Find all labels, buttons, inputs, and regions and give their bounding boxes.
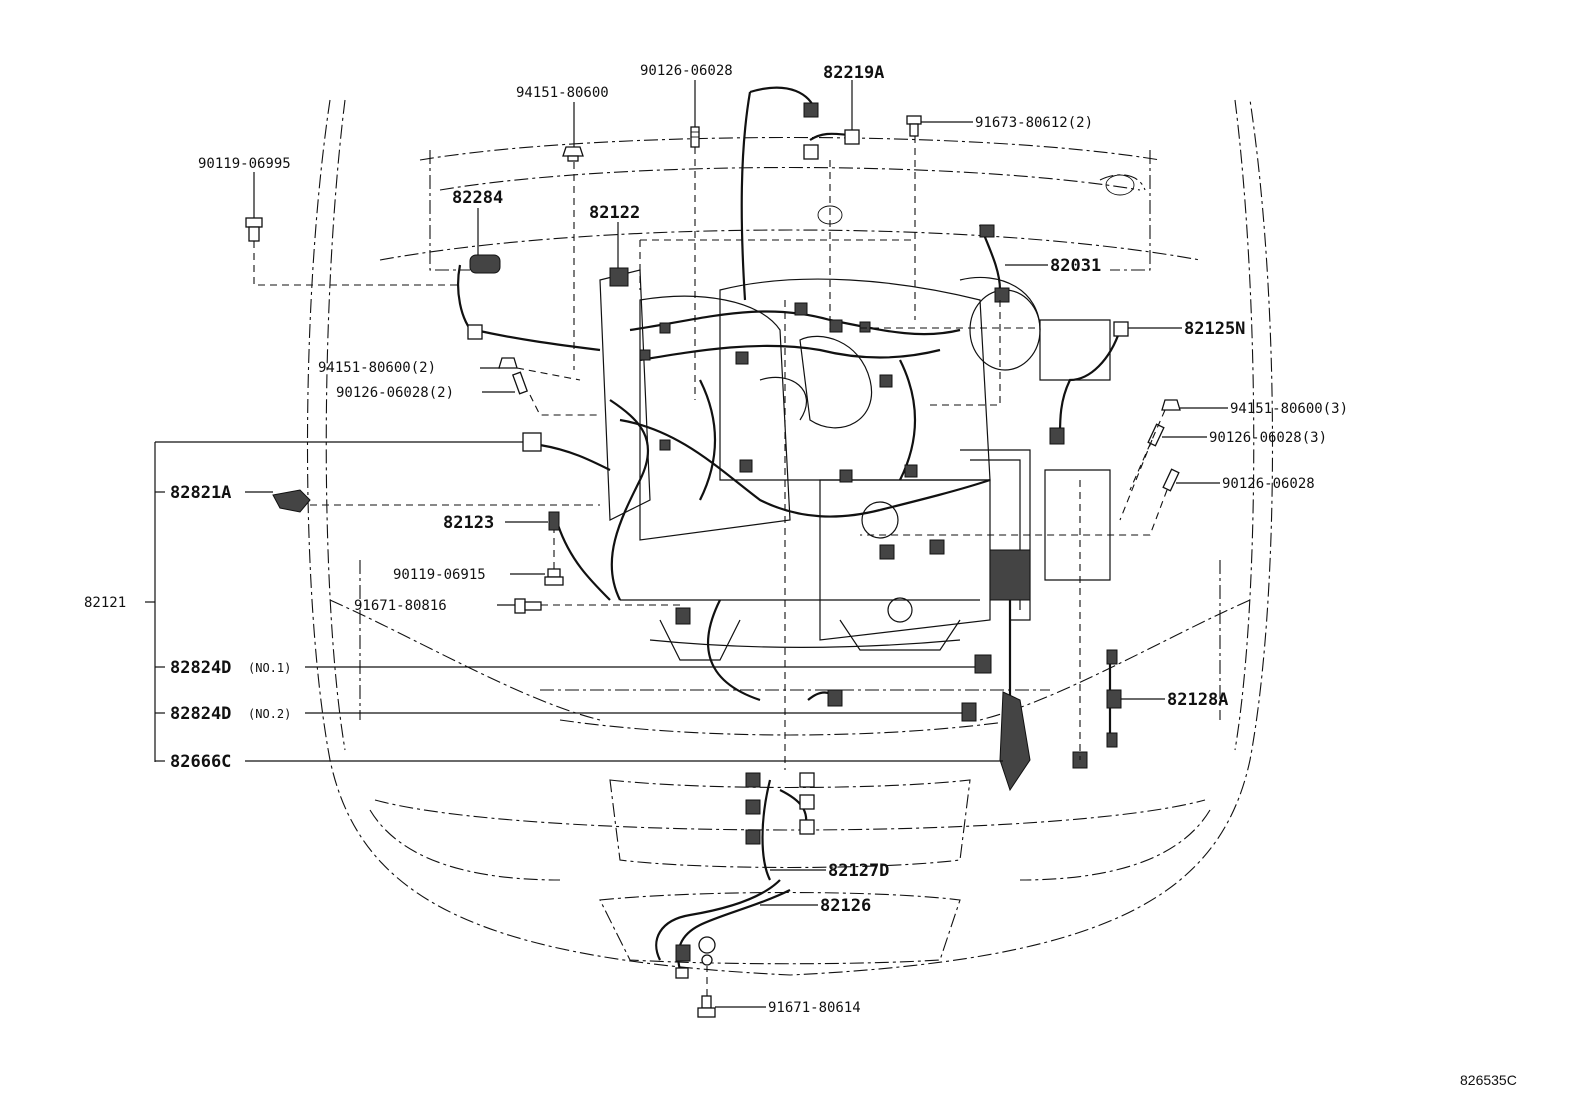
fasteners [245,115,1181,1018]
connector-icon [609,267,629,287]
connectors [272,102,1129,979]
connector-icon [979,224,995,238]
label-82824D-no2: 82824D [170,704,231,724]
connector-icon [675,944,691,962]
nut-icon [562,146,584,162]
label-90119-06915: 90119-06915 [393,567,486,583]
label-82122: 82122 [589,203,640,223]
label-91673-80612: 91673-80612(2) [975,115,1093,131]
connector-icon [745,799,761,815]
connector-icon [675,607,691,625]
label-82128A: 82128A [1167,690,1228,710]
nut-icon [498,357,518,369]
connector-icon [1106,689,1122,709]
nut-icon [698,936,716,954]
connector-icon [467,324,483,340]
label-82219A: 82219A [823,63,884,83]
connector-icon [994,287,1010,303]
connector-icon [1106,732,1118,748]
label-82284: 82284 [452,188,503,208]
connector-icon [675,967,689,979]
label-90126-06028-2: 90126-06028(2) [336,385,454,401]
connector-icon [844,129,860,145]
stud-icon [511,371,529,395]
leader-lines [145,80,1228,1008]
label-82125N: 82125N [1184,319,1245,339]
connector-icon [827,689,843,707]
label-82121: 82121 [84,595,126,611]
label-82123: 82123 [443,513,494,533]
label-82824D-no2-tag: (NO.2) [248,707,291,721]
label-94151-80600-3: 94151-80600(3) [1230,401,1348,417]
label-90126-06028-right: 90126-06028 [1222,476,1315,492]
label-94151-80600-top: 94151-80600 [516,85,609,101]
connector-icon [745,772,761,788]
connector-icon [469,254,501,274]
connector-icon [989,549,1031,601]
label-82126: 82126 [820,896,871,916]
nut-icon [701,954,713,966]
label-90119-06995: 90119-06995 [198,156,291,172]
connector-icon [522,432,542,452]
label-82824D-no1: 82824D [170,658,231,678]
clamp-icon [272,489,311,513]
bolt-icon [906,115,922,137]
label-82824D-no1-tag: (NO.1) [248,661,291,675]
vehicle-body-outline [306,99,1274,976]
bolt-icon [514,598,542,614]
part-labels: 90126-06028 82219A 94151-80600 91673-806… [84,63,1517,1088]
connector-icon [1106,649,1118,665]
label-94151-80600-2: 94151-80600(2) [318,360,436,376]
connector-icon [745,829,761,845]
connector-icon [1113,321,1129,337]
diagram-id: 826535C [1460,1072,1517,1088]
connector-icon [799,819,815,835]
bracket-icon [548,511,560,531]
label-82127D: 82127D [828,861,889,881]
bolt-icon [544,568,564,586]
label-82666C: 82666C [170,752,231,772]
label-82031: 82031 [1050,256,1101,276]
stud-icon [1162,468,1180,492]
bolt-icon [697,995,716,1018]
label-91671-80816: 91671-80816 [354,598,447,614]
label-91671-80614: 91671-80614 [768,1000,861,1016]
nut-icon [1161,399,1181,411]
connector-icon [803,144,819,160]
connector-icon [974,654,992,674]
label-82821A: 82821A [170,483,231,503]
stud-icon [690,126,700,148]
bracket-icon [999,691,1031,792]
connector-icon [799,794,815,810]
connector-icon [961,702,977,722]
connector-icon [1049,427,1065,445]
label-90126-06028-3: 90126-06028(3) [1209,430,1327,446]
connector-icon [799,772,815,788]
bolt-icon [245,217,263,242]
connector-icon [803,102,819,118]
label-90126-06028-top: 90126-06028 [640,63,733,79]
